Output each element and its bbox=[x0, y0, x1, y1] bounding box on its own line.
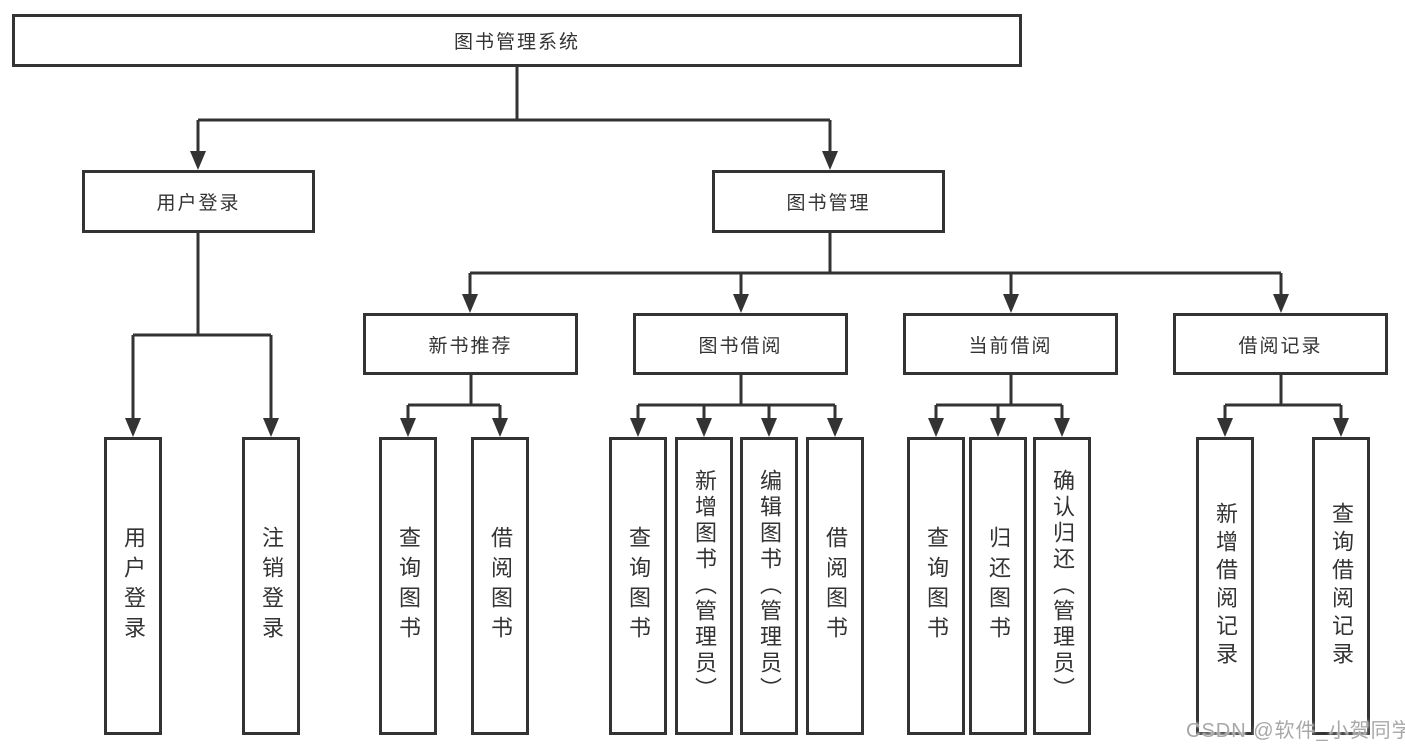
node-book-management: 图书管理 bbox=[712, 170, 945, 233]
node-current-borrow: 当前借阅 bbox=[903, 313, 1118, 375]
node-root-library-system: 图书管理系统 bbox=[12, 14, 1022, 67]
arrowheads bbox=[125, 151, 1349, 437]
connector-user-login-to-leaves bbox=[131, 233, 273, 422]
leaf-query-book-borrow: 查询图书 bbox=[609, 437, 667, 735]
leaf-return-book: 归还图书 bbox=[969, 437, 1027, 735]
leaf-add-borrow-record: 新增借阅记录 bbox=[1196, 437, 1254, 735]
node-borrow-record: 借阅记录 bbox=[1173, 313, 1388, 375]
leaf-query-book-current: 查询图书 bbox=[907, 437, 965, 735]
csdn-watermark: CSDN @软件_小贺同学 bbox=[1186, 720, 1405, 742]
node-book-borrow: 图书借阅 bbox=[633, 313, 848, 375]
connector-new-book-to-leaves bbox=[406, 375, 502, 422]
node-new-book-recommend: 新书推荐 bbox=[363, 313, 578, 375]
connector-borrow-record-to-leaves bbox=[1223, 375, 1343, 422]
connector-current-borrow-to-leaves bbox=[934, 375, 1064, 422]
leaf-user-login: 用户登录 bbox=[104, 437, 162, 735]
connector-root-to-level2 bbox=[196, 67, 832, 155]
connector-book-borrow-to-leaves bbox=[636, 375, 837, 422]
leaf-add-book-admin: 新增图书（管理员） bbox=[675, 437, 733, 735]
leaf-borrow-book: 借阅图书 bbox=[806, 437, 864, 735]
leaf-edit-book-admin: 编辑图书（管理员） bbox=[740, 437, 798, 735]
leaf-query-borrow-record: 查询借阅记录 bbox=[1312, 437, 1370, 735]
connector-book-mgmt-to-level3 bbox=[468, 233, 1283, 298]
node-user-login: 用户登录 bbox=[82, 170, 315, 233]
leaf-logout: 注销登录 bbox=[242, 437, 300, 735]
leaf-borrow-book-recommend: 借阅图书 bbox=[471, 437, 529, 735]
leaf-confirm-return-admin: 确认归还（管理员） bbox=[1033, 437, 1091, 735]
leaf-query-book-recommend: 查询图书 bbox=[379, 437, 437, 735]
